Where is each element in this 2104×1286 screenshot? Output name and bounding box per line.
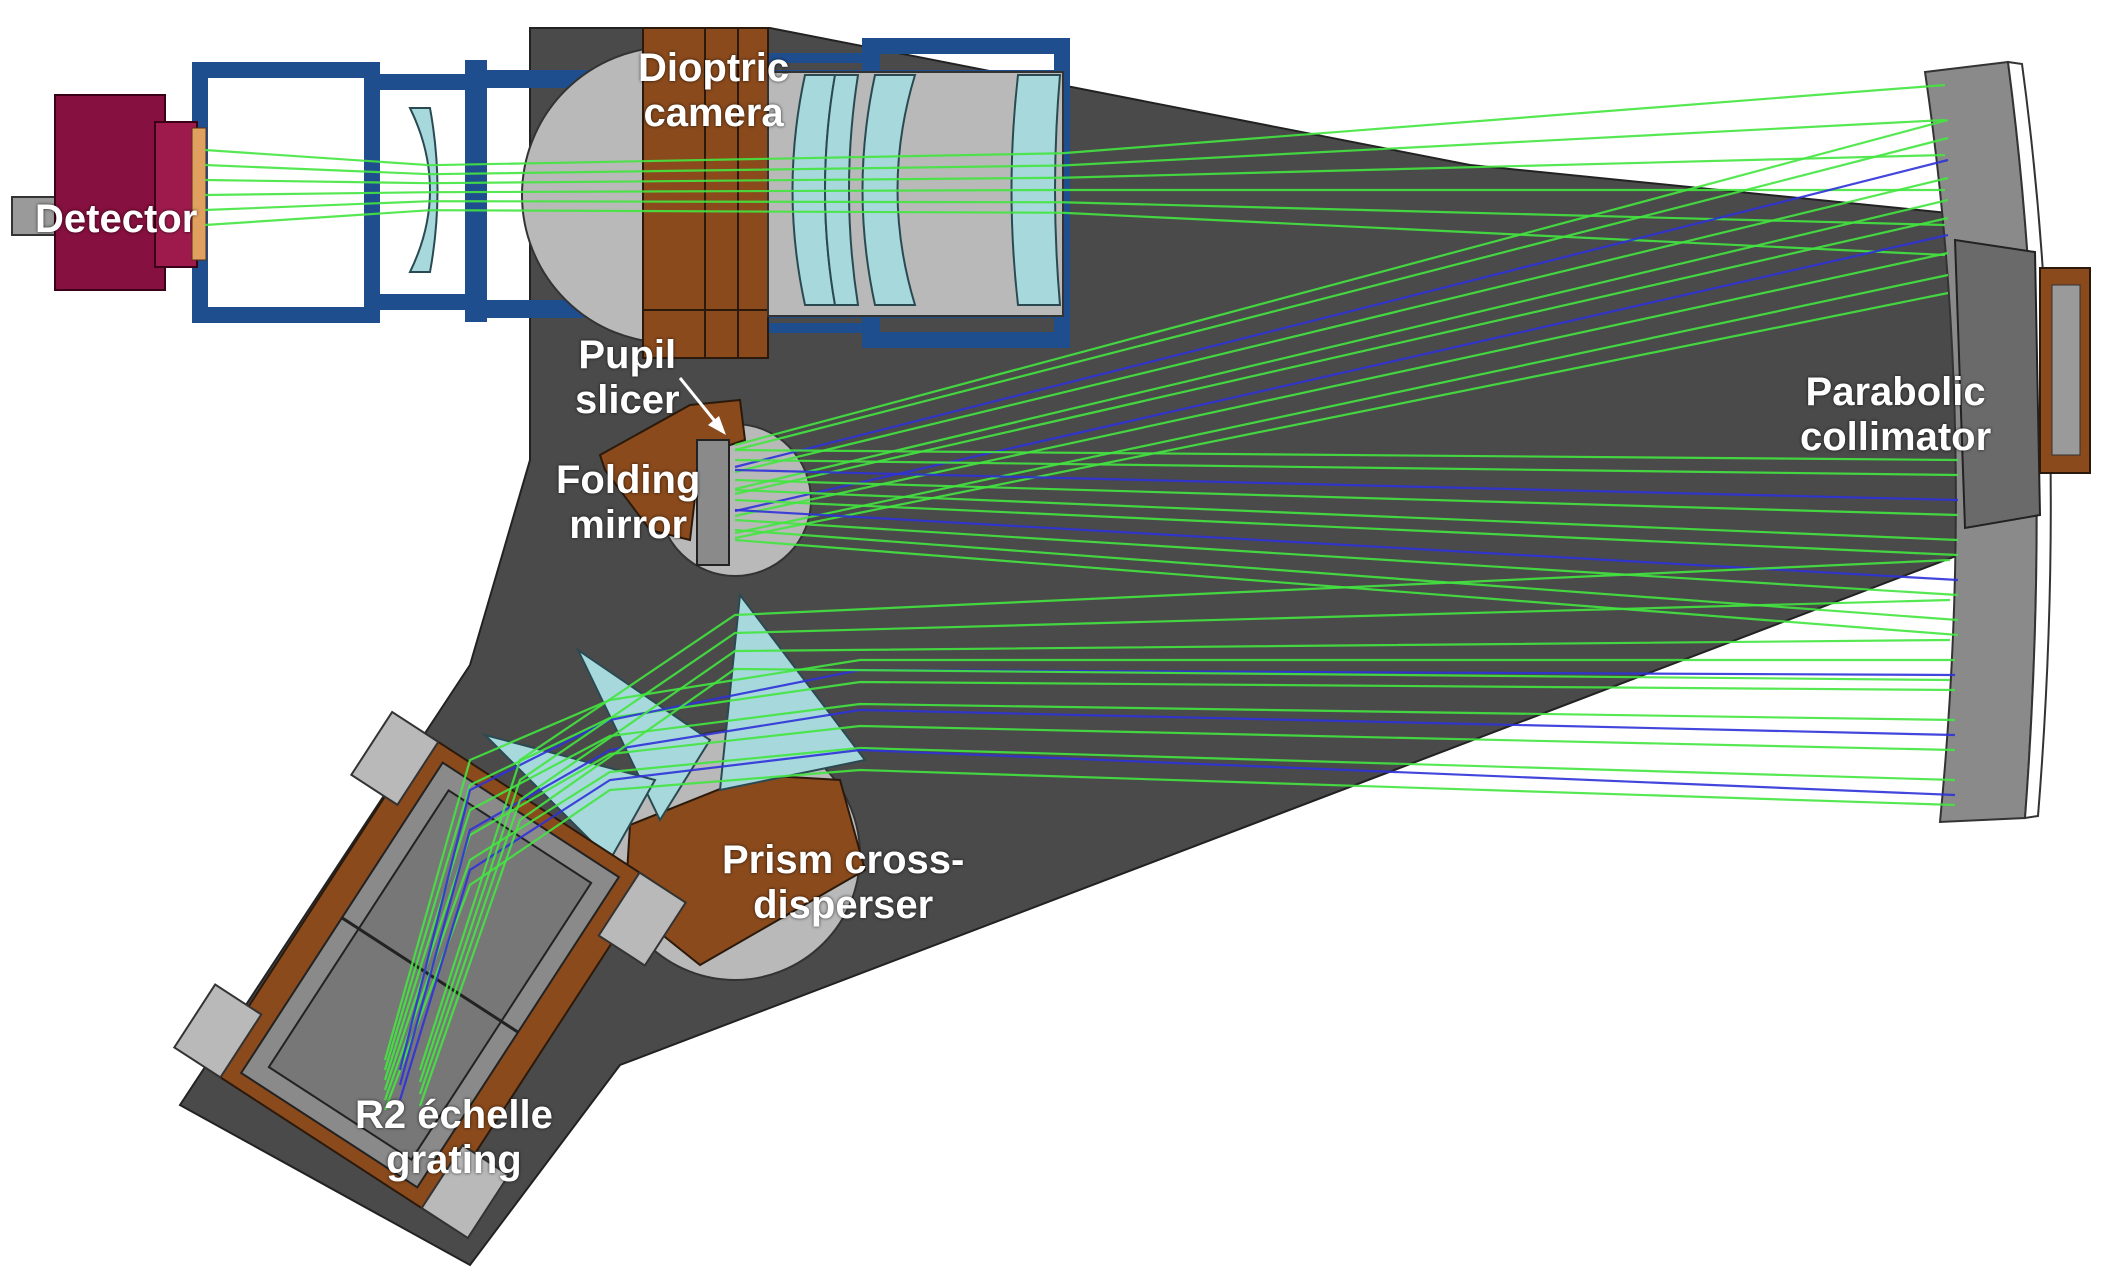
barrel-tube-bottom (372, 294, 482, 310)
ray-from-folding-mirror (734, 458, 1959, 477)
ray-camera (204, 118, 1946, 176)
arrow-shaft (678, 377, 720, 426)
ray-from-folding-mirror (734, 488, 1959, 542)
ray-to-folding-mirror (734, 118, 1949, 447)
label-dioptric-camera-line1: Dioptric (638, 46, 790, 90)
label-dioptric-camera-line2: camera (643, 91, 784, 135)
label-echelle-grating-line1: R2 échelle (355, 1093, 553, 1137)
label-folding-mirror-line2: mirror (569, 503, 688, 547)
ray-from-folding-mirror (734, 518, 1959, 597)
collimator-mount (1953, 238, 2042, 530)
label-parabolic-collimator-line2: collimator (1800, 415, 1992, 459)
label-folding-mirror-line1: Folding (556, 458, 701, 502)
label-detector: Detector (35, 197, 197, 242)
barrel-tube-top (372, 74, 482, 90)
ray-from-folding-mirror (734, 468, 1959, 502)
grating-clamp-tl (349, 710, 440, 807)
pupil-slicer-arrow (678, 377, 726, 435)
ray-to-folding-mirror (734, 216, 1949, 496)
ray-from-grating (418, 558, 1951, 1071)
ray-to-folding-mirror (734, 136, 1949, 452)
label-dioptric-camera: Dioptric camera (638, 46, 789, 136)
label-pupil-slicer: Pupil slicer (575, 333, 680, 423)
label-prism-cross-disperser: Prism cross- disperser (722, 838, 964, 928)
ray-to-folding-mirror (734, 158, 1949, 469)
label-echelle-grating-line2: grating (386, 1138, 522, 1182)
parabolic-collimator (1923, 60, 2091, 824)
ray-to-grating (398, 668, 1956, 1071)
ray-camera (204, 200, 1946, 227)
grating-clamp-bl (172, 983, 263, 1079)
detector-body (54, 94, 166, 291)
ray-to-grating (398, 708, 1956, 1086)
label-detector-line1: Detector (35, 197, 198, 241)
ray-from-grating (418, 638, 1951, 1095)
detector-stem (11, 196, 61, 236)
ray-to-folding-mirror (734, 251, 1949, 518)
detector-assembly (11, 94, 207, 291)
label-pupil-slicer-line2: slicer (575, 378, 680, 422)
ray-to-grating (383, 724, 1956, 1091)
grating-clamp-tr (597, 871, 688, 967)
field-lens (408, 107, 439, 273)
ray-camera (204, 209, 1946, 257)
label-prism-cross-disperser-line2: disperser (753, 883, 934, 927)
ray-from-folding-mirror (734, 498, 1959, 557)
ray-from-grating (418, 598, 1951, 1083)
ray-from-folding-mirror (734, 448, 1959, 462)
label-prism-cross-disperser-line1: Prism cross- (722, 838, 965, 882)
ray-camera (204, 153, 1946, 185)
pupil-slicer-element (696, 439, 730, 566)
ray-bundles (204, 83, 1959, 1111)
ray-to-folding-mirror (734, 273, 1949, 535)
label-parabolic-collimator-line1: Parabolic (1805, 370, 1986, 414)
ray-to-grating (383, 746, 1956, 1101)
ray-camera (204, 83, 1946, 167)
ray-to-folding-mirror (734, 176, 1949, 474)
ray-to-grating (398, 748, 1956, 1101)
arrow-head (708, 416, 726, 435)
ray-from-folding-mirror (734, 478, 1959, 517)
ray-to-folding-mirror (734, 198, 1949, 491)
ray-camera (204, 188, 1945, 197)
label-pupil-slicer-line1: Pupil (578, 333, 677, 377)
grating-clamp-br (420, 1143, 511, 1240)
label-echelle-grating: R2 échelle grating (355, 1093, 553, 1183)
label-parabolic-collimator: Parabolic collimator (1800, 370, 1991, 460)
ray-to-folding-mirror (734, 233, 1949, 513)
label-folding-mirror: Folding mirror (556, 458, 700, 548)
collimator-actuator-inner (2051, 284, 2081, 456)
ray-from-grating (418, 667, 1951, 1107)
detector-head (154, 121, 198, 268)
